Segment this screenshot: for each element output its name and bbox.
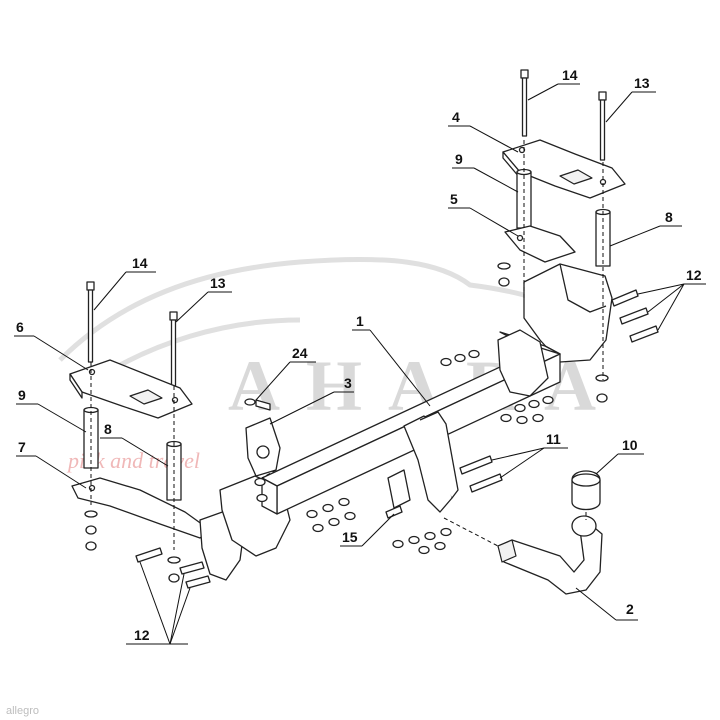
- ball-cover-10: [571, 470, 601, 511]
- callout-12-left: 12: [134, 627, 150, 643]
- spacer-8-right: [595, 208, 611, 267]
- callout-13-right: 13: [634, 75, 650, 91]
- bolt-13-left: [169, 311, 178, 387]
- side-member-right: [523, 263, 613, 363]
- callout-12-right: 12: [686, 267, 702, 283]
- tow-ball-neck-2: [497, 515, 603, 595]
- callout-6: 6: [16, 319, 24, 335]
- callout-8-right: 8: [665, 209, 673, 225]
- callout-24: 24: [292, 345, 308, 361]
- assembly-lines: [90, 140, 604, 550]
- callout-10: 10: [622, 437, 638, 453]
- spring-washer-24: [244, 398, 271, 411]
- callout-14-right: 14: [562, 67, 578, 83]
- watermark-car-outline: [58, 256, 602, 362]
- nuts-left: [84, 510, 181, 583]
- beam-nuts: [254, 349, 554, 555]
- plate-4: [502, 139, 626, 199]
- spacer-9-left: [83, 406, 99, 469]
- plate-5: [504, 225, 576, 263]
- socket-bracket-3: [245, 417, 281, 477]
- footer-watermark: allegro: [6, 705, 39, 717]
- bolts-12-right: [611, 289, 659, 343]
- callout-14-left: 14: [132, 255, 148, 271]
- callout-9-right: 9: [455, 151, 463, 167]
- nuts-right: [497, 262, 609, 403]
- hitch-bracket: [403, 411, 459, 513]
- bolts-11: [459, 455, 503, 493]
- callout-7: 7: [18, 439, 26, 455]
- callout-9-left: 9: [18, 387, 26, 403]
- bracket-15: [385, 469, 411, 519]
- callouts: 14 13 4 9 5 8 12 14 13: [14, 67, 706, 645]
- plate-6: [69, 359, 193, 419]
- callout-8-left: 8: [104, 421, 112, 437]
- callout-2: 2: [626, 601, 634, 617]
- callout-13-left: 13: [210, 275, 226, 291]
- callout-4: 4: [452, 109, 460, 125]
- bolts-12-left: [135, 547, 211, 589]
- callout-5: 5: [450, 191, 458, 207]
- callout-1: 1: [356, 313, 364, 329]
- callout-15: 15: [342, 529, 358, 545]
- bolt-14-left: [86, 281, 95, 363]
- bolt-14-right: [520, 69, 529, 137]
- bolt-13-right: [598, 91, 607, 161]
- callout-11: 11: [546, 431, 561, 447]
- callout-3: 3: [344, 375, 352, 391]
- beam-end-plate-right: [497, 329, 549, 397]
